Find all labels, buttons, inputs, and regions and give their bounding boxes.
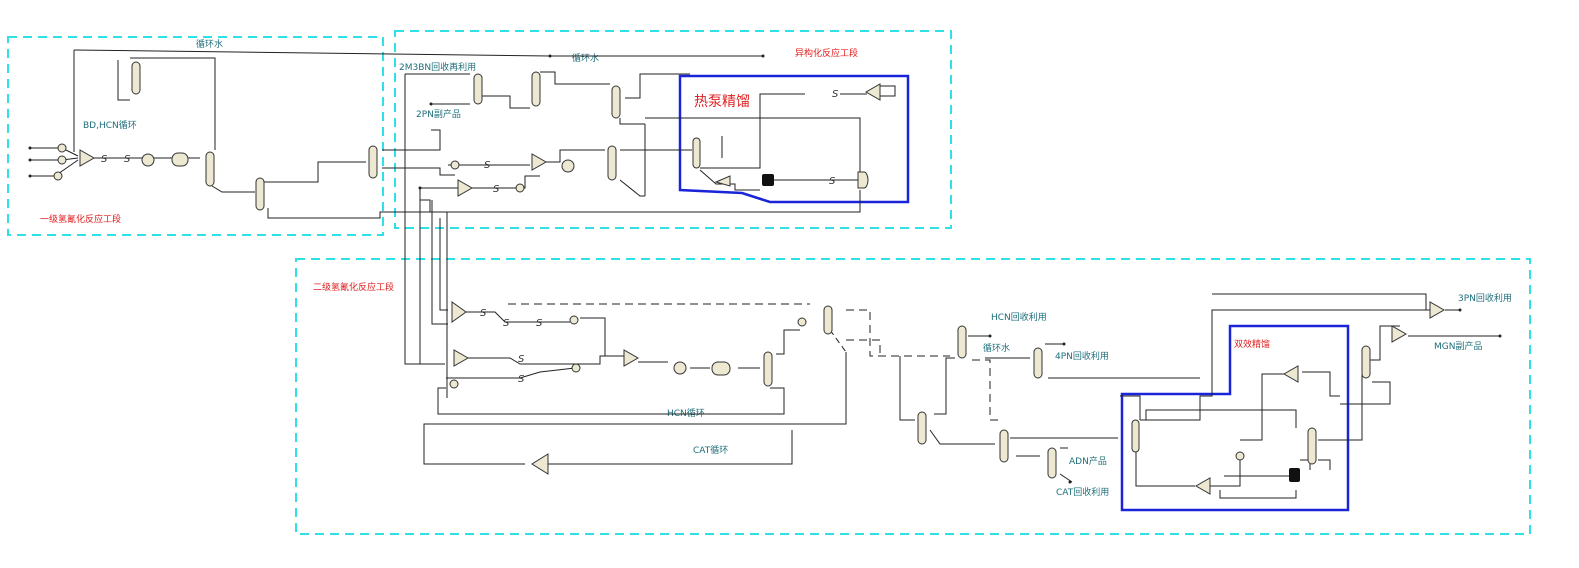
mixer-icon: [79, 149, 96, 167]
pump-icon: [449, 379, 459, 389]
reboiler-icon: [762, 174, 774, 186]
label-cooling-water-2: 循环水: [572, 52, 599, 64]
exchanger-icon: S: [503, 318, 510, 329]
column-icon: [611, 85, 621, 119]
splitter-icon: [1194, 477, 1211, 495]
exchanger-icon: S: [480, 308, 487, 319]
stream-lines-first-section: [30, 49, 551, 219]
reboiler-icon: [1289, 468, 1300, 482]
column-icon: [131, 61, 141, 95]
exchanger-icon: S: [493, 184, 500, 195]
label-2pn-byproduct: 2PN副产品: [416, 108, 461, 120]
pump-icon: [569, 315, 579, 325]
pump-icon: [53, 171, 63, 181]
label-2m3bn-recycle: 2M3BN回收再利用: [399, 61, 476, 73]
splitter-icon: [864, 83, 881, 101]
column-icon: [205, 151, 215, 187]
column-icon: [1131, 419, 1140, 453]
column-icon: [823, 305, 833, 335]
mixer-icon: [453, 349, 470, 367]
column-icon: [1361, 345, 1371, 379]
section-box-first-hydrocyanation: [7, 36, 384, 236]
mixer-icon: [451, 301, 467, 323]
exchanger-icon: S: [536, 318, 543, 329]
label-4pn-recovery: 4PN回收利用: [1055, 350, 1109, 362]
pump-icon: [515, 183, 525, 193]
section-box-second-hydrocyanation: [295, 258, 1531, 535]
label-heat-pump-distillation: 热泵精馏: [694, 94, 750, 110]
label-cat-recycle: CAT循环: [693, 444, 728, 456]
splitter-icon: [1391, 325, 1408, 343]
stream-lines-second-section: [423, 293, 1500, 499]
reactors-and-drums: [141, 152, 1300, 482]
column-icon: [531, 71, 541, 107]
label-double-effect-distillation: 双效精馏: [1234, 338, 1270, 350]
label-adn-product: ADN产品: [1069, 455, 1107, 467]
pump-icon: [450, 160, 460, 170]
distillation-columns: [131, 61, 1371, 479]
exchanger-icon: S: [829, 176, 836, 187]
column-icon: [255, 177, 265, 211]
label-3pn-recovery: 3PN回收利用: [1458, 292, 1512, 304]
label-first-hydrocyanation: 一级氢氰化反应工段: [40, 213, 121, 225]
column-icon: [957, 325, 967, 359]
flash-drum-icon: [857, 171, 869, 189]
label-cat-recovery: CAT回收利用: [1056, 486, 1109, 498]
pump-icon: [571, 363, 581, 373]
pump-icon: [57, 155, 67, 165]
cat-recycle-arrow-icon: [531, 453, 549, 475]
column-icon: [999, 429, 1009, 463]
label-cooling-water-3: 循环水: [983, 342, 1010, 354]
column-icon: [1047, 447, 1057, 479]
splitter-icon: [1282, 365, 1299, 383]
compressor-icon: [714, 175, 731, 187]
exchanger-icon: S: [518, 354, 525, 365]
column-icon: [607, 145, 617, 181]
heat-exchanger-icon: [171, 152, 189, 167]
reactor-icon: [141, 153, 155, 167]
reactor-icon: [561, 159, 575, 173]
label-bd-hcn-recycle: BD,HCN循环: [83, 119, 137, 131]
double-effect-distillation-box: [1120, 324, 1350, 512]
heat-exchanger-icon: [711, 361, 731, 376]
label-mgn-byproduct: MGN副产品: [1434, 340, 1482, 352]
label-isomerization: 异构化反应工段: [795, 47, 858, 59]
stream-lines-interconnect: [404, 74, 448, 398]
pumps: [53, 143, 1245, 461]
exchanger-icon: S: [484, 160, 491, 171]
column-icon: [368, 145, 378, 179]
column-icon: [473, 73, 483, 105]
mixers: [79, 83, 1446, 495]
column-icon: [917, 411, 927, 445]
mixer-icon: [623, 349, 640, 367]
pump-icon: [797, 317, 807, 327]
column-icon: [1033, 347, 1043, 379]
heat-pump-distillation-box: [678, 74, 910, 204]
pump-icon: [57, 143, 67, 153]
reactor-icon: [673, 361, 687, 375]
column-icon: [763, 351, 773, 387]
label-hcn-recycle: HCN循环: [667, 407, 705, 419]
mixer-icon: [1429, 301, 1446, 319]
pump-icon: [1235, 451, 1245, 461]
exchanger-icon: S: [832, 89, 839, 100]
mixer-icon: [531, 153, 548, 171]
stream-terminals: [28, 54, 1502, 484]
section-box-isomerization: [394, 30, 952, 229]
label-hcn-recovery: HCN回收利用: [991, 311, 1047, 323]
column-icon: [692, 137, 701, 169]
exchanger-icon: S: [124, 154, 131, 165]
column-icon: [1307, 427, 1317, 465]
exchanger-icon: S: [101, 154, 108, 165]
exchanger-markers: S S S S S S S S S S S: [101, 89, 839, 385]
label-second-hydrocyanation: 二级氢氰化反应工段: [313, 281, 394, 293]
exchanger-icon: S: [518, 374, 525, 385]
mixer-icon: [457, 179, 474, 197]
stream-lines-isomerization: [405, 55, 896, 213]
label-cooling-water-1: 循环水: [196, 38, 223, 50]
